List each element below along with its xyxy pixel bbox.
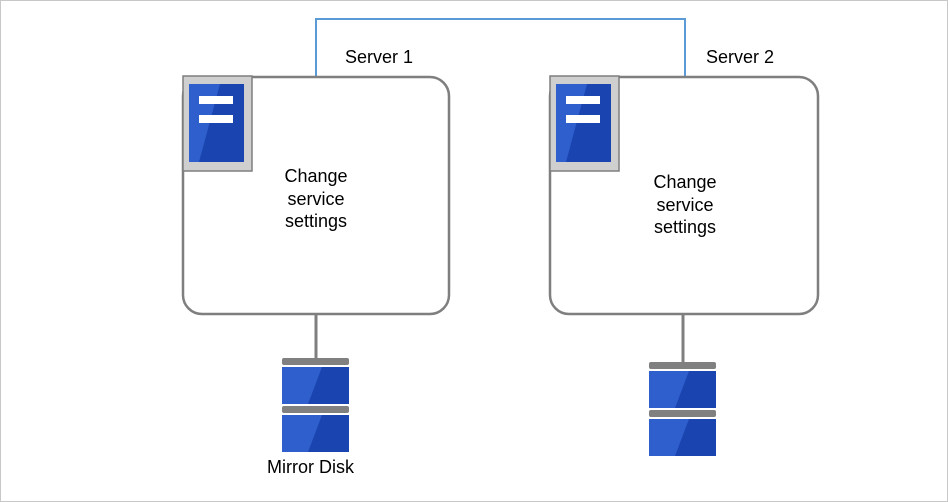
mirror-disk-label: Mirror Disk [267,457,354,477]
server-2-task-text: Change service settings [653,172,717,237]
server-1-icon [182,75,253,172]
mirror-disk-2-icon [649,362,716,456]
server-1-label: Server 1 [345,47,414,67]
mirror-disk-1-icon [282,358,349,452]
network-connection-line [315,18,686,77]
server-2-icon [549,75,620,172]
server-1-task-text: Change service settings [284,166,348,231]
server-2-label: Server 2 [706,47,775,67]
